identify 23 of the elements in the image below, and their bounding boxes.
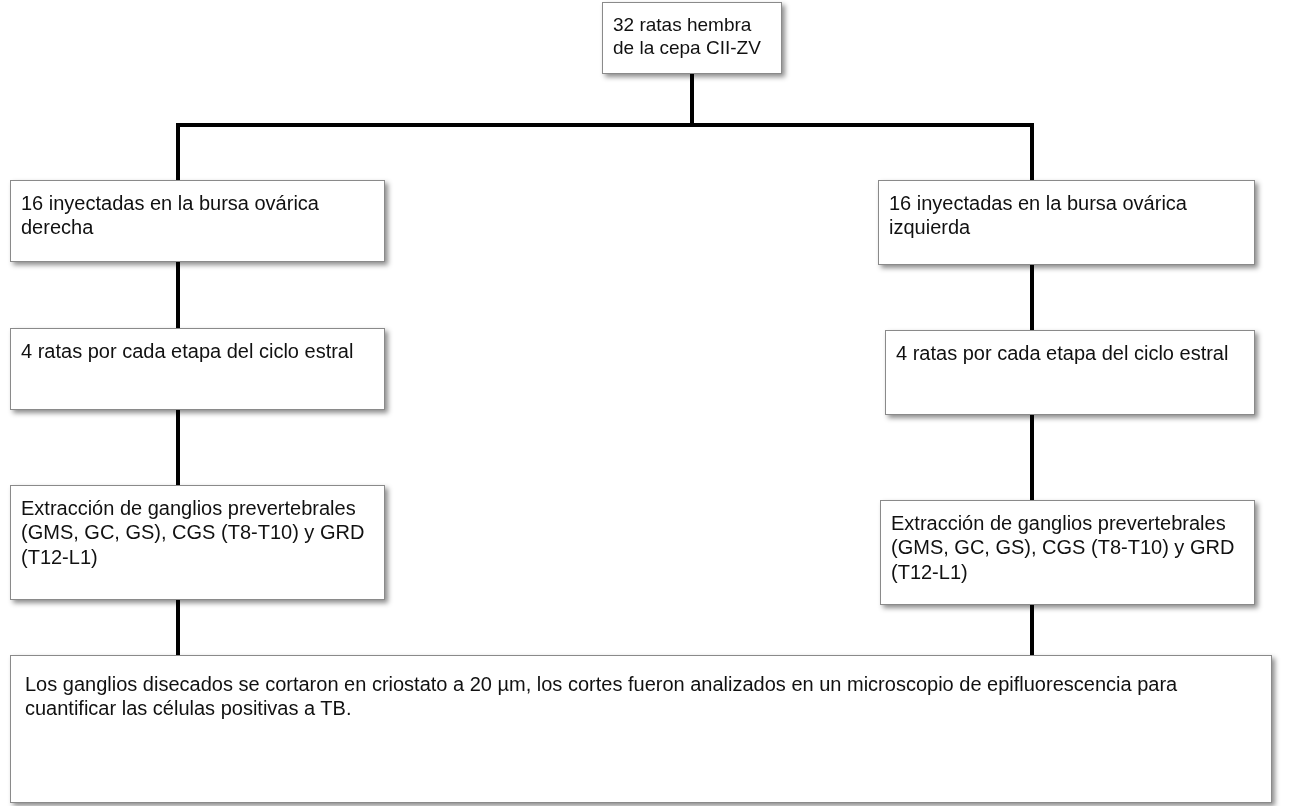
box-text: 16 inyectadas en la bursa ovárica izquierda [889,191,1188,240]
connector-line [1030,415,1034,500]
process-box [10,328,385,410]
connector-line [1030,265,1034,330]
connector-line [1030,605,1034,655]
box-text: Los ganglios disecados se cortaron en criostato a 20 µm, los cortes fueron analizados en un microscopio de epifluorescencia para cuantificar las células positivas a TB. [25,672,1179,721]
process-box [885,330,1255,415]
connector-line [690,74,1034,180]
box-text: 4 ratas por cada etapa del ciclo estral [21,339,355,364]
process-box [878,180,1255,265]
process-box [10,655,1272,803]
box-text: Extracción de ganglios prevertebrales (GMS, GC, GS), CGS (T8-T10) y GRD (T12-L1) [891,511,1236,585]
connector-line [176,600,180,655]
process-box [10,180,385,262]
box-text: Extracción de ganglios prevertebrales (GMS, GC, GS), CGS (T8-T10) y GRD (T12-L1) [21,496,366,570]
process-box [602,2,782,74]
box-text: 4 ratas por cada etapa del ciclo estral [896,341,1230,366]
box-text: 32 ratas hembra de la cepa CII-ZV [613,13,762,60]
process-box [10,485,385,600]
connector-line [176,262,180,328]
connector-line [176,410,180,485]
box-text: 16 inyectadas en la bursa ovárica derecha [21,191,320,240]
process-box [880,500,1255,605]
